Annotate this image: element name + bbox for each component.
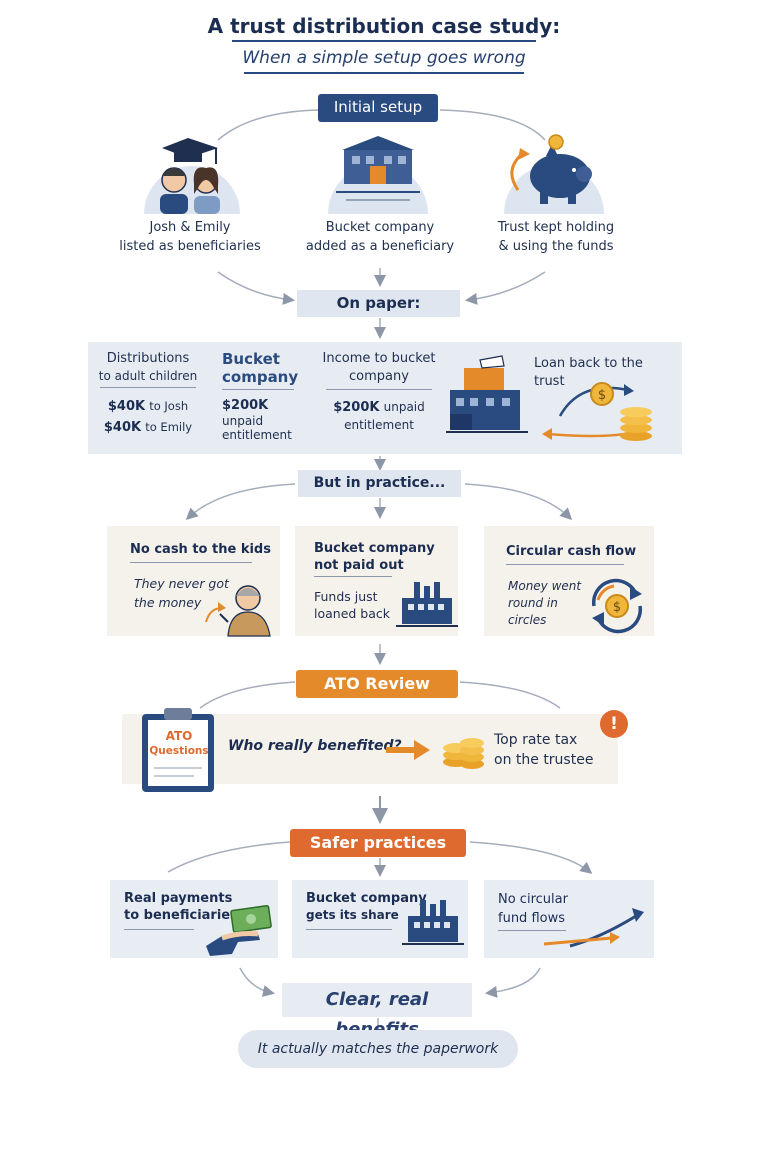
practice-card-title: No cash to the kids <box>130 542 271 557</box>
bucket-company-caption: Bucket company added as a beneficiary <box>305 220 455 254</box>
hand-cash-icon <box>206 904 272 956</box>
coin-symbol: $ <box>598 388 606 403</box>
subtitle-underline <box>244 72 524 74</box>
ato-review-label: ATO Review <box>296 670 458 698</box>
factory-icon <box>402 900 464 945</box>
outcome-note: It actually matches the paperwork <box>238 1030 518 1068</box>
title-underline <box>232 40 536 42</box>
straight-flow-arrows-icon <box>543 908 644 948</box>
ato-result: Top rate tax on the trustee <box>494 732 594 768</box>
page-title: A trust distribution case study: <box>207 14 561 38</box>
trust-holding-caption: Trust kept holding & using the funds <box>497 220 615 254</box>
practice-card-body: Funds just loaned back <box>314 589 391 621</box>
page-subtitle: When a simple setup goes wrong <box>242 48 526 68</box>
outcome-box <box>282 983 472 1017</box>
circular-flow-icon: $ <box>591 578 643 634</box>
safer-card-no-circular <box>484 880 654 958</box>
paper-income-bucket: Income to bucket company $200K unpaid en… <box>322 351 436 432</box>
safer-card-text: Bucket company gets its share <box>306 891 427 922</box>
safer-card-text: Real payments to beneficiaries <box>124 891 238 923</box>
safer-card-text: No circular fund flows <box>498 892 568 926</box>
in-practice-label: But in practice... <box>298 470 461 497</box>
coin-symbol: $ <box>613 600 621 615</box>
practice-card-body: Money went round in circles <box>508 579 582 627</box>
orange-arrow-icon <box>386 740 430 760</box>
piggy-bank-icon <box>504 134 604 214</box>
safer-practices-label: Safer practices <box>290 829 466 857</box>
practice-card-title: Circular cash flow <box>506 544 637 559</box>
factory-icon <box>396 582 458 627</box>
initial-setup-label: Initial setup <box>318 94 438 122</box>
paper-bucket-company: Bucket company $200K unpaid entitlement <box>222 350 299 442</box>
josh-emily-caption: Josh & Emily listed as beneficiaries <box>119 220 261 254</box>
company-factory-icon <box>446 355 528 433</box>
person-shrugging-icon <box>205 585 271 637</box>
practice-card-title: Bucket company not paid out <box>314 541 435 573</box>
loan-back-caption: Loan back to the trust <box>534 356 643 389</box>
on-paper-label: On paper: <box>297 290 460 317</box>
loan-cycle-icon: $ <box>542 382 652 441</box>
practice-card-body: They never got the money <box>134 576 229 610</box>
ato-question: Who really benefited? <box>228 738 402 754</box>
paper-distributions: Distributions to adult children $40K to … <box>98 351 198 435</box>
alert-icon: ! <box>600 710 628 738</box>
clipboard-text: ATO Questions <box>149 729 209 757</box>
graduates-icon <box>144 138 240 214</box>
coin-stack-icon <box>443 738 484 769</box>
clipboard-icon <box>142 708 214 792</box>
bucket-company-building-icon <box>328 136 428 214</box>
